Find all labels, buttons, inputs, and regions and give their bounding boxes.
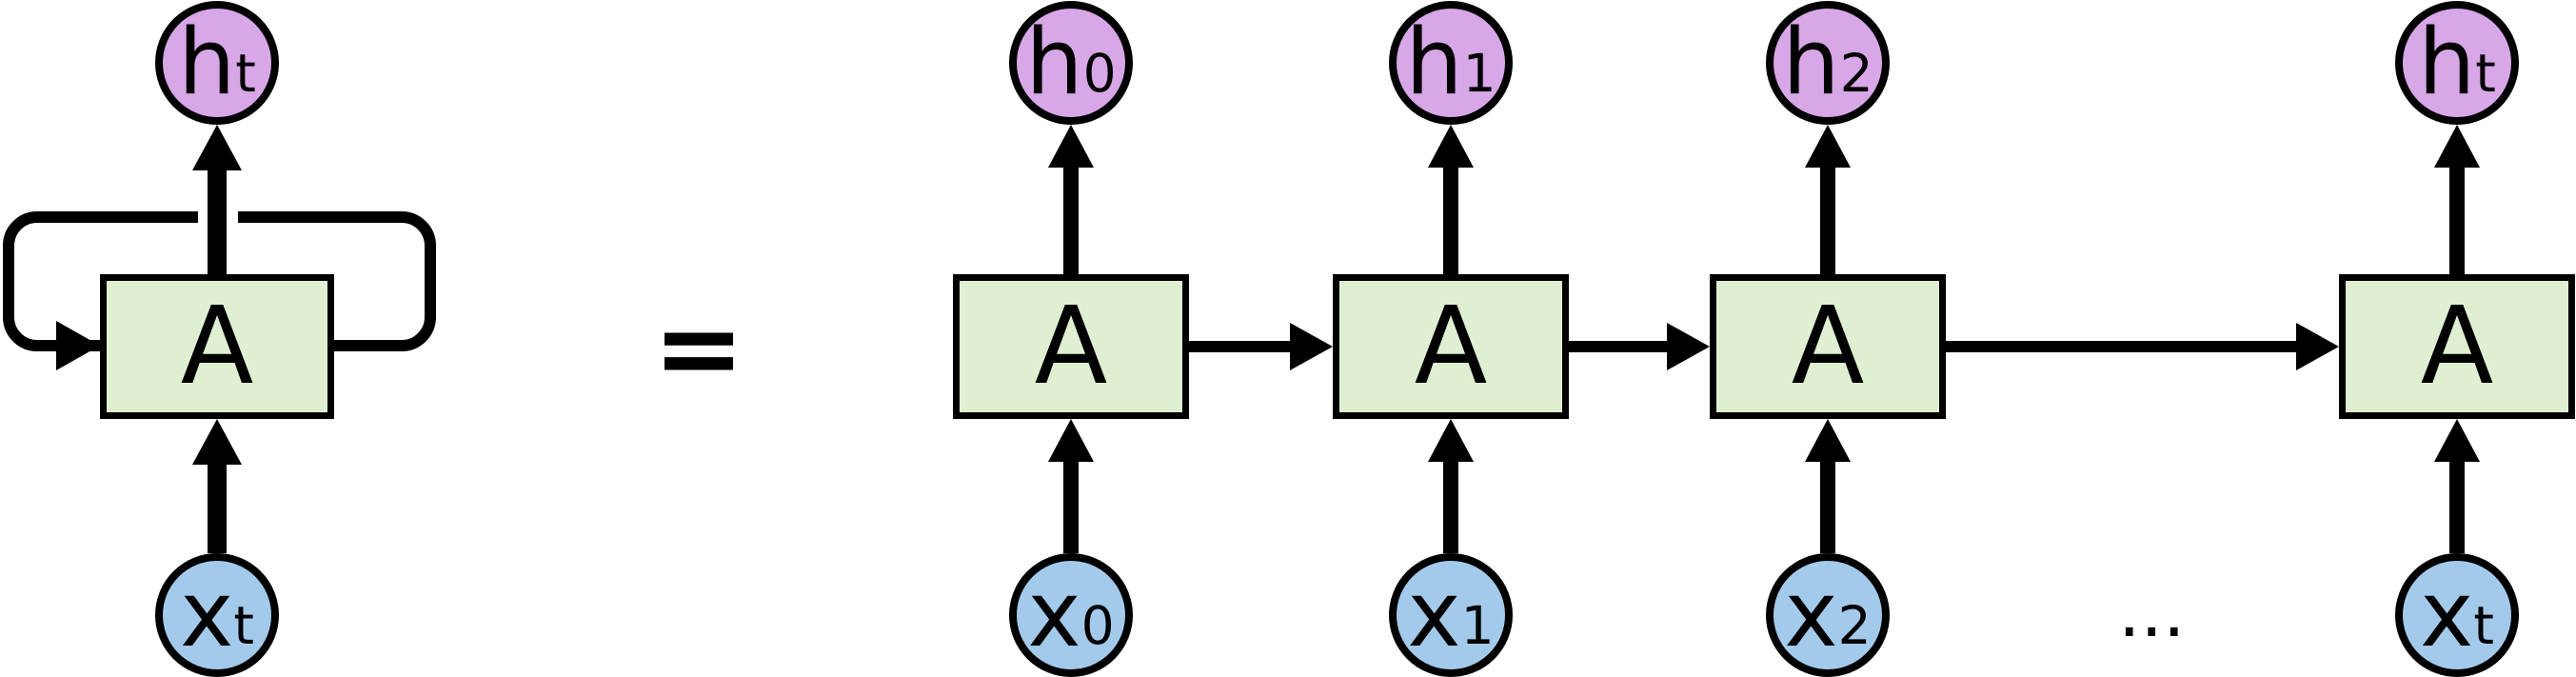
arrow-right-icon [1667,323,1710,370]
output-arrow-shaft [2449,166,2465,274]
arrow-up-icon [2434,125,2480,168]
input-label: x [1407,562,1461,667]
input-subscript: t [2473,595,2494,657]
arrow-right-icon [2296,323,2339,370]
hidden-state-label: h [2418,10,2476,115]
rnn-cell: A [1710,274,1946,419]
arrow-up-icon [1805,125,1851,168]
arrow-up-icon [1048,419,1094,462]
hidden-state-label: h [1405,10,1463,115]
cell-label: A [1414,285,1488,408]
input-arrow-shaft [208,461,227,553]
input-subscript: 2 [1837,595,1872,657]
output-arrow-shaft [1063,166,1079,274]
hidden-state-subscript: 2 [1839,43,1873,105]
hidden-state-label: h [1025,10,1083,115]
input-label: x [1027,562,1081,667]
cell-label: A [1034,285,1108,408]
state-connector-shaft [1187,341,1292,352]
output-arrow-shaft [1820,166,1835,274]
hidden-state-subscript: 0 [1082,43,1117,105]
input-label: x [1784,562,1838,667]
rnn-cell: A [953,274,1189,419]
input-label: x [180,562,234,667]
arrow-up-icon [192,125,242,170]
cell-label: A [1791,285,1865,408]
arrow-right-icon [1290,323,1333,370]
output-arrow-shaft [208,169,227,274]
hidden-state-subscript: t [2475,43,2496,105]
cell-label: A [180,285,254,408]
arrow-up-icon [1428,419,1474,462]
hidden-state-subscript: t [235,43,256,105]
hidden-state-label: h [178,10,236,115]
output-arrow-shaft [1443,166,1458,274]
state-connector-shaft [1567,341,1669,352]
input-subscript: 1 [1460,595,1495,657]
rnn-cell: A [100,274,334,419]
state-connector-shaft [1944,341,2298,352]
input-subscript: 0 [1080,595,1115,657]
rnn-cell: A [1333,274,1569,419]
hidden-state-subscript: 1 [1462,43,1496,105]
equals-sign: = [652,284,745,412]
arrow-up-icon [1805,419,1851,462]
input-arrow-shaft [1443,460,1458,553]
arrow-up-icon [1428,125,1474,168]
input-arrow-shaft [1820,460,1835,553]
rnn-cell: A [2339,274,2575,419]
hidden-state-label: h [1782,10,1840,115]
input-subscript: t [233,595,254,657]
arrow-up-icon [1048,125,1094,168]
loop-arrow-right-icon [56,321,100,370]
arrow-up-icon [192,419,242,465]
arrow-up-icon [2434,419,2480,462]
ellipsis: ... [2118,571,2186,653]
input-arrow-shaft [2449,460,2465,553]
cell-label: A [2420,285,2494,408]
input-arrow-shaft [1063,460,1079,553]
input-label: x [2420,562,2474,667]
